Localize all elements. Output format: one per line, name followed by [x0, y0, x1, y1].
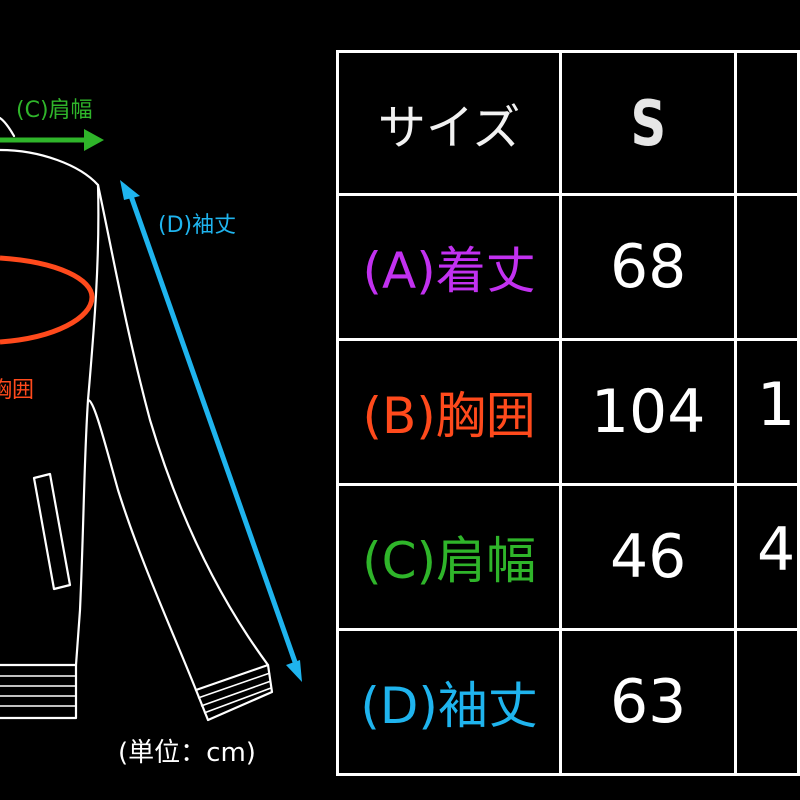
- table-row-length: (A)着丈 68: [335, 193, 800, 341]
- row-label-length: (A)着丈: [335, 193, 563, 341]
- value-length-m: [733, 193, 800, 341]
- row-label-shoulder: (C)肩幅: [335, 483, 563, 631]
- sleeve-label: (D)袖丈: [158, 213, 237, 238]
- hem-band-outline: [0, 663, 78, 720]
- value-length-s: 68: [559, 193, 737, 341]
- shoulder-label: (C)肩幅: [16, 98, 93, 123]
- value-shoulder-s: 46: [559, 483, 737, 631]
- value-chest-m-text: 1: [756, 369, 796, 440]
- collar-outline: [0, 116, 16, 138]
- size-table: サイズ S M (A)着丈 68 (B)胸囲 104 1 (C)肩幅 46 4 …: [335, 50, 800, 776]
- sleeve-cuff-line: [194, 663, 270, 692]
- value-shoulder-m: 4: [733, 483, 800, 631]
- shoulder-measure-arrow: [0, 129, 104, 151]
- table-header-row: サイズ S M: [335, 50, 800, 196]
- sleeve-outer-outline: [86, 183, 274, 722]
- chest-measure-ellipse: [0, 255, 95, 345]
- pocket-outline: [32, 472, 72, 591]
- chest-label: 胸囲: [0, 372, 34, 404]
- table-row-sleeve: (D)袖丈 63: [335, 628, 800, 776]
- chest-label-text: 胸囲: [0, 378, 34, 403]
- row-label-chest: (B)胸囲: [335, 338, 563, 486]
- body-outline: [0, 148, 100, 667]
- value-shoulder-m-text: 4: [756, 514, 796, 585]
- row-label-sleeve: (D)袖丈: [335, 628, 563, 776]
- sleeve-measure-arrow: [120, 180, 302, 682]
- size-header-cell: サイズ: [335, 50, 563, 196]
- value-chest-s: 104: [559, 338, 737, 486]
- unit-note: (単位：cm): [118, 738, 256, 768]
- value-sleeve-m: [733, 628, 800, 776]
- table-row-shoulder: (C)肩幅 46 4: [335, 483, 800, 631]
- value-sleeve-s: 63: [559, 628, 737, 776]
- table-row-chest: (B)胸囲 104 1: [335, 338, 800, 486]
- size-m-header: M: [733, 50, 800, 196]
- ribbing-lines: [0, 672, 272, 714]
- size-s-header: S: [559, 50, 737, 196]
- size-s-text: S: [630, 86, 666, 160]
- value-chest-m: 1: [733, 338, 800, 486]
